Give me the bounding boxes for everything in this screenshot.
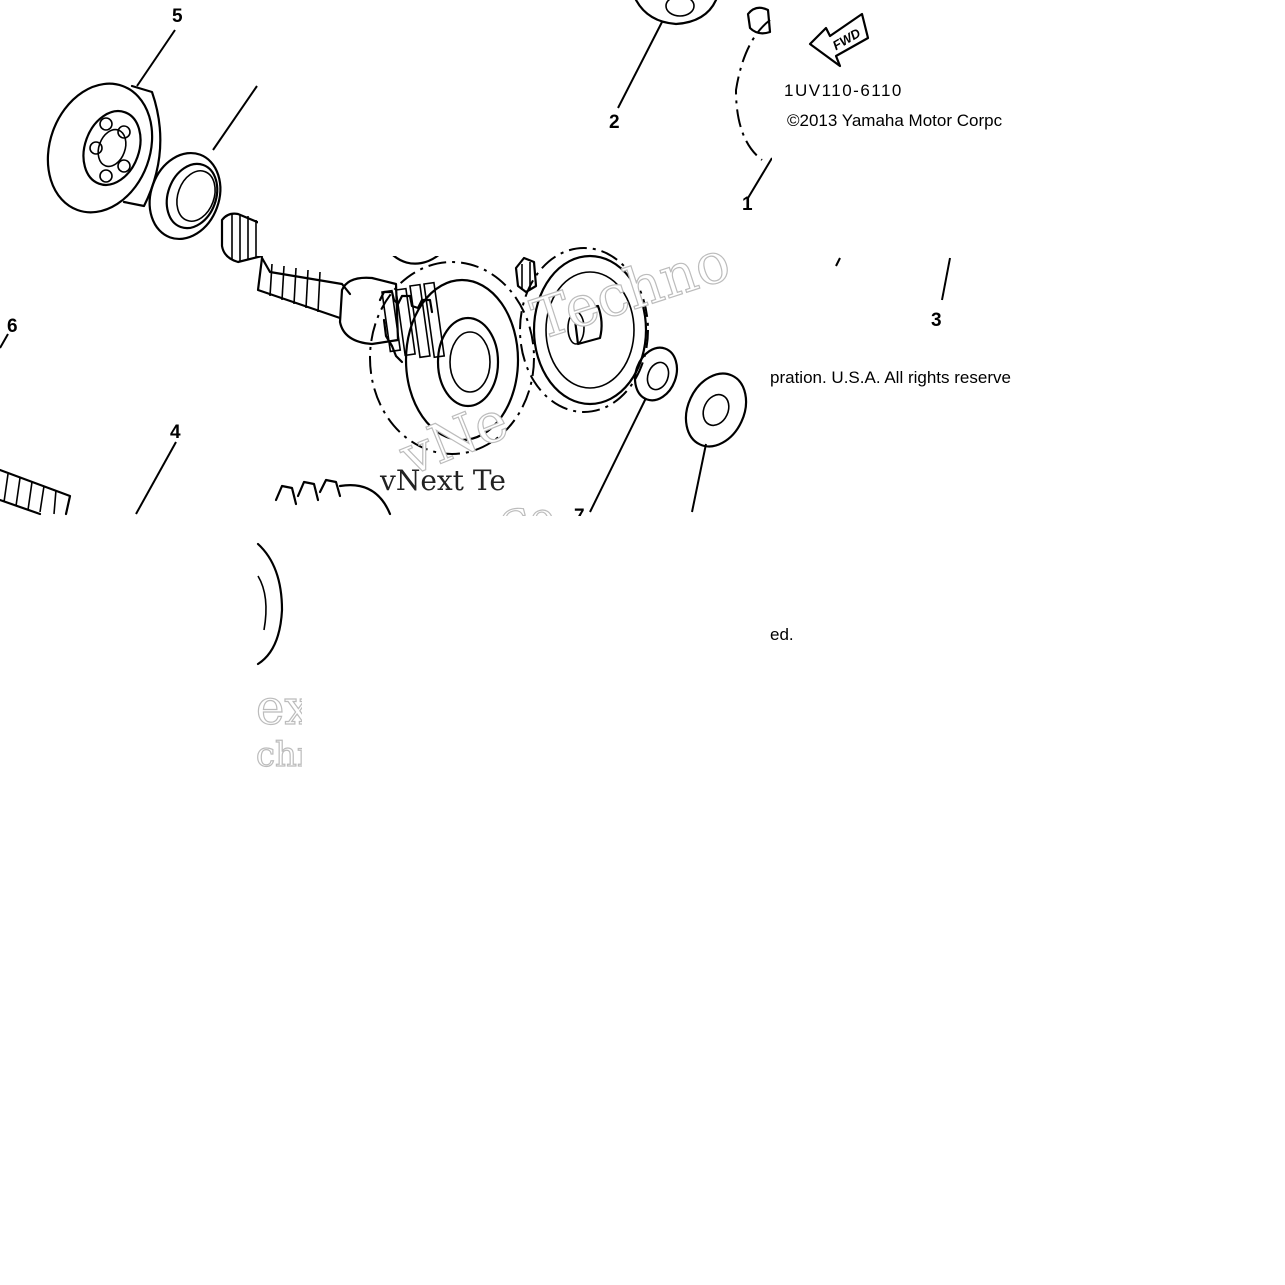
copyright-line-1: ©2013 Yamaha Motor Corpc <box>787 111 1003 130</box>
part-7-washer-large[interactable] <box>675 364 758 457</box>
callout-2: 2 <box>609 112 620 133</box>
copyright-line-2: pration. U.S.A. All rights reserve <box>770 368 1011 387</box>
callout-6: 6 <box>7 316 18 337</box>
lower-arc-fragment <box>256 542 284 666</box>
part-7-washer-small[interactable] <box>628 342 684 406</box>
large-wheel-gear[interactable] <box>369 261 535 455</box>
part-1-case[interactable] <box>734 6 772 161</box>
diagram-code: 1UV110-6110 <box>784 81 903 100</box>
shaft-thread <box>220 212 264 264</box>
callout-5: 5 <box>172 6 183 27</box>
part-4-main-shaft[interactable] <box>256 256 400 346</box>
part-2-bearing[interactable] <box>634 0 718 26</box>
callout-4: 4 <box>170 422 181 443</box>
oil-seal[interactable] <box>138 143 232 249</box>
second-wheel-gear[interactable] <box>514 247 649 413</box>
lower-gear-fragment <box>274 478 392 516</box>
watermark-main: vNext Te <box>379 464 506 497</box>
watermark-fragment-1: Techno <box>524 229 737 354</box>
callout-1: 1 <box>742 194 753 215</box>
part-5-bearing[interactable] <box>30 69 169 227</box>
part-4-lower-shaft[interactable] <box>0 468 72 516</box>
copyright-line-3: ed. <box>770 625 794 644</box>
callout-3: 3 <box>931 310 942 331</box>
fwd-arrow-icon: FWD <box>808 12 870 68</box>
